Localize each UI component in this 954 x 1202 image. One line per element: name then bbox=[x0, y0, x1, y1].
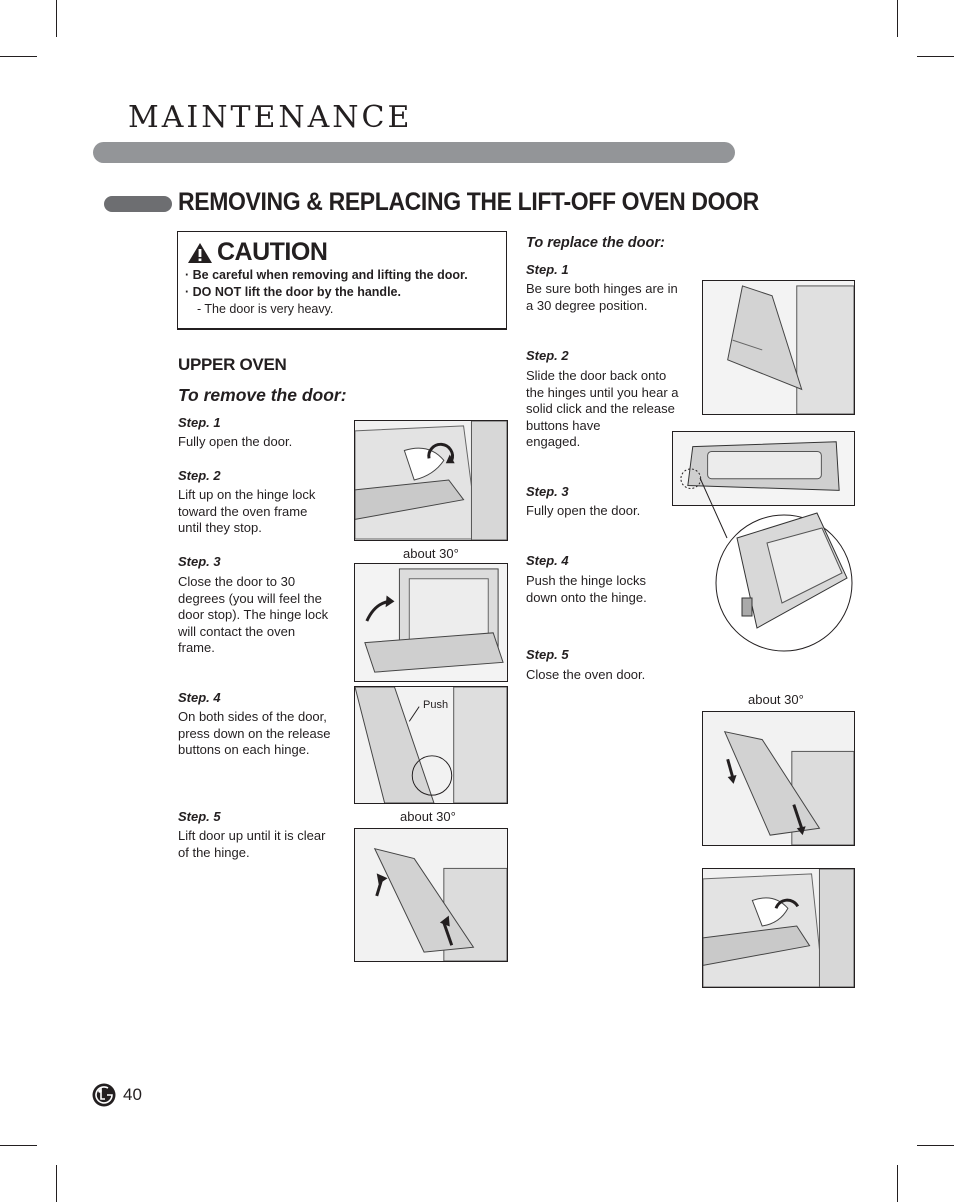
illustration-door-inner bbox=[672, 431, 855, 506]
illustration-release-buttons: Push bbox=[354, 686, 508, 804]
step-text: Close the oven door. bbox=[526, 667, 646, 682]
step-text: Be sure both hinges are in a 30 degree p… bbox=[526, 281, 678, 313]
illustration-push-hinge-locks bbox=[702, 711, 855, 846]
step-label: Step. 5 bbox=[178, 809, 221, 824]
step-text: Fully open the door. bbox=[526, 503, 641, 518]
crop-mark bbox=[897, 1165, 898, 1202]
replace-door-heading: To replace the door: bbox=[526, 235, 665, 251]
step-text: Close the door to 30 degrees (you will f… bbox=[178, 574, 329, 655]
step-label: Step. 3 bbox=[178, 554, 221, 569]
caution-title-text: CAUTION bbox=[217, 238, 328, 266]
illustration-lift-door bbox=[354, 828, 508, 962]
crop-mark bbox=[56, 1165, 57, 1202]
warning-icon bbox=[188, 242, 212, 263]
step-text: Lift door up until it is clear of the hi… bbox=[178, 828, 326, 860]
caution-box: CAUTION · Be careful when removing and l… bbox=[177, 231, 507, 330]
lg-logo-icon bbox=[92, 1083, 116, 1107]
step-text: Slide the door back onto the hinges unti… bbox=[526, 368, 679, 449]
section-title: MAINTENANCE bbox=[128, 100, 413, 135]
caption-push: Push bbox=[423, 699, 449, 711]
crop-mark bbox=[56, 0, 57, 37]
caution-line: - The door is very heavy. bbox=[197, 302, 334, 316]
step-text: Push the hinge locks down onto the hinge… bbox=[526, 573, 647, 605]
crop-mark bbox=[897, 0, 898, 37]
caution-line: · Be careful when removing and lifting t… bbox=[185, 268, 468, 282]
illustration-close-door bbox=[702, 868, 855, 988]
step-label: Step. 4 bbox=[178, 690, 221, 705]
step-text: Fully open the door. bbox=[178, 434, 293, 449]
heading-pill bbox=[104, 196, 172, 212]
step-text: On both sides of the door, press down on… bbox=[178, 709, 331, 757]
caption-about-30: about 30° bbox=[403, 546, 459, 561]
section-bar bbox=[93, 142, 735, 163]
hinge-detail-callout bbox=[699, 478, 853, 652]
caution-line: · DO NOT lift the door by the handle. bbox=[185, 285, 401, 299]
crop-mark bbox=[0, 56, 37, 57]
step-label: Step. 1 bbox=[526, 262, 569, 277]
caption-about-30: about 30° bbox=[748, 692, 804, 707]
crop-mark bbox=[917, 1145, 954, 1146]
illustration-hinge-lock bbox=[354, 420, 508, 541]
crop-mark bbox=[0, 1145, 37, 1146]
remove-door-heading: To remove the door: bbox=[178, 385, 347, 405]
step-label: Step. 2 bbox=[178, 468, 221, 483]
step-label: Step. 4 bbox=[526, 553, 569, 568]
upper-oven-heading: UPPER OVEN bbox=[178, 355, 287, 374]
step-label: Step. 5 bbox=[526, 647, 569, 662]
caption-about-30: about 30° bbox=[400, 809, 456, 824]
crop-mark bbox=[917, 56, 954, 57]
step-label: Step. 2 bbox=[526, 348, 569, 363]
caution-title: CAUTION bbox=[187, 238, 328, 267]
main-heading: REMOVING & REPLACING THE LIFT-OFF OVEN D… bbox=[178, 188, 759, 216]
step-label: Step. 3 bbox=[526, 484, 569, 499]
page-number: 40 bbox=[123, 1085, 142, 1104]
step-text: Lift up on the hinge lock toward the ove… bbox=[178, 487, 316, 535]
step-label: Step. 1 bbox=[178, 415, 221, 430]
illustration-door-30deg bbox=[354, 563, 508, 682]
illustration-hinges-30deg bbox=[702, 280, 855, 415]
